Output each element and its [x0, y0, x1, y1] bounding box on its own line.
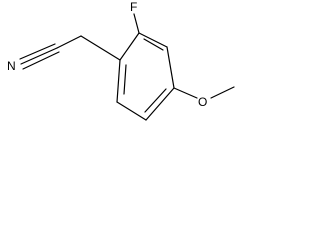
molecule-structure: F N O	[7, 0, 235, 121]
oxygen-label: O	[198, 95, 207, 109]
benzene-ring	[116, 32, 175, 121]
methylene-nitrile-bond	[56, 35, 82, 49]
nitrile-triple-bond	[19, 43, 60, 70]
ring-bond	[119, 32, 140, 61]
ring-bond	[116, 59, 121, 103]
ring-oxygen-bond	[173, 87, 198, 99]
ring-double-bond	[143, 38, 164, 51]
ring-methylene-bond	[80, 35, 121, 61]
ring-bond	[116, 101, 147, 121]
structure-canvas: F N O	[0, 0, 253, 136]
ring-double-bond	[144, 88, 167, 113]
ring-bond	[166, 46, 175, 89]
carbon-fluorine-bond	[133, 13, 140, 34]
ring-double-bond	[123, 64, 127, 95]
nitrogen-label: N	[7, 59, 16, 73]
ring-bond	[145, 87, 175, 121]
ring-bond	[138, 32, 168, 48]
oxygen-methyl-bond	[210, 86, 235, 99]
fluorine-label: F	[130, 0, 137, 14]
